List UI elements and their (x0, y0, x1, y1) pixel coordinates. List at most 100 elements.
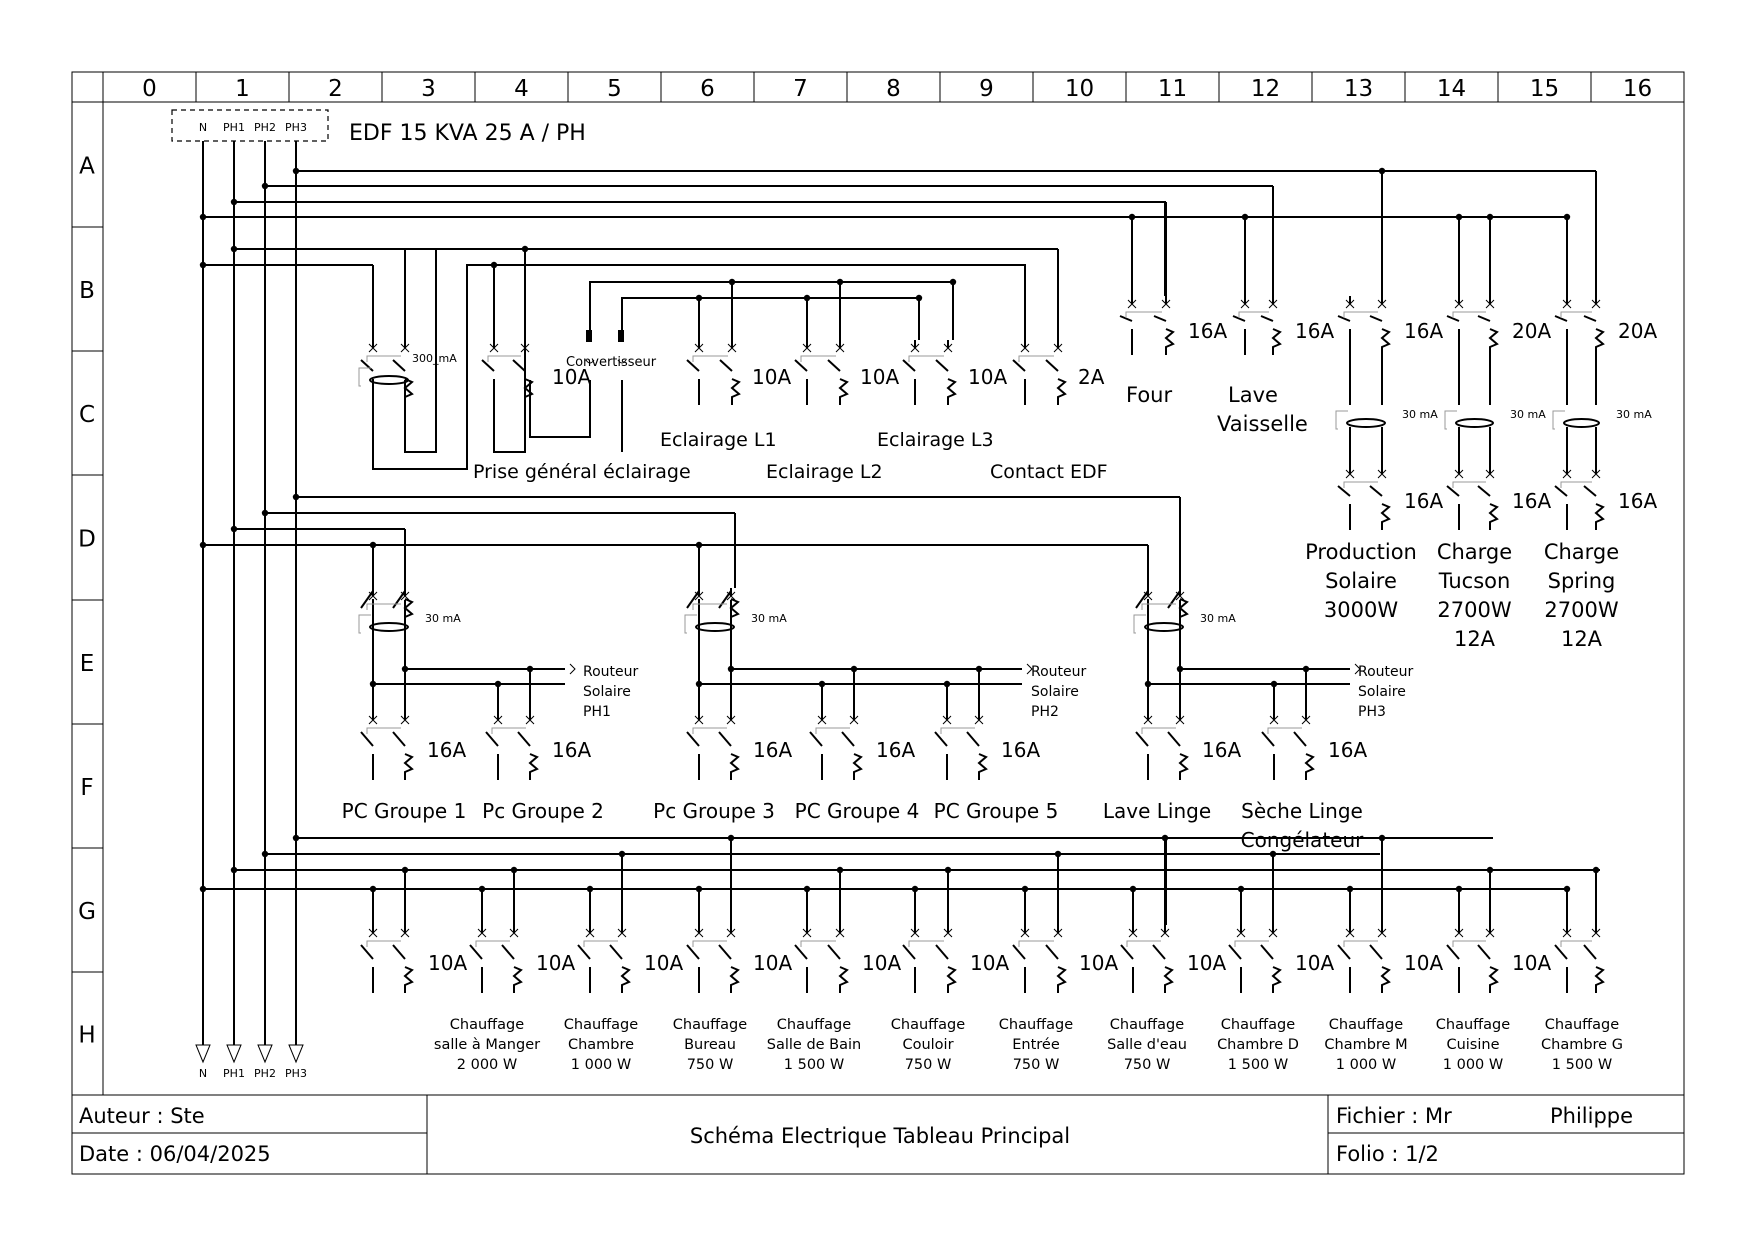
heating-circuit-label: Chambre M (1324, 1037, 1407, 1053)
contact-cross (368, 343, 378, 353)
charge-circuit-label: Charge (1544, 540, 1619, 564)
earth-arrow (288, 1044, 304, 1064)
heating-circuit-label: 1 500 W (1228, 1057, 1288, 1073)
thermal-trip (1271, 966, 1282, 993)
breaker-rating: 16A (1295, 319, 1334, 343)
breaker-rating: 16A (1188, 319, 1227, 343)
group-breaker-rating: 16A (552, 738, 591, 762)
heating-circuit-label: 1 000 W (571, 1057, 631, 1073)
switch-blade (1583, 485, 1597, 497)
contact-cross (1301, 715, 1311, 725)
switch-blade (469, 944, 483, 960)
switch-blade (1337, 485, 1351, 497)
contact-cross (849, 715, 859, 725)
row-letter: E (80, 651, 95, 677)
contact-cross (1591, 928, 1601, 938)
column-number: 15 (1530, 76, 1559, 102)
contact-cross (1268, 928, 1278, 938)
group-breaker-rating: 16A (1202, 738, 1241, 762)
wire (404, 249, 437, 453)
contact-cross (1269, 715, 1279, 725)
wire (589, 281, 954, 340)
differential-rating: 30 mA (1200, 612, 1236, 625)
column-number: 3 (421, 76, 436, 102)
prise-breaker-rating: 10A (552, 365, 591, 389)
wire (621, 297, 920, 340)
column-number: 14 (1437, 76, 1466, 102)
heating-circuit-label: 750 W (1013, 1057, 1060, 1073)
heating-breaker-rating: 10A (644, 951, 683, 975)
thermal-trip (403, 598, 414, 625)
contact-cross (1345, 469, 1355, 479)
charge-circuit-label: 3000W (1324, 598, 1398, 622)
contact-cross (400, 715, 410, 725)
file-label: Fichier : Mr (1336, 1104, 1452, 1128)
heating-circuit-label: Chauffage (1545, 1017, 1619, 1033)
contact-cross (694, 928, 704, 938)
mechanical-link (366, 727, 401, 734)
bottom-conductor-label: PH2 (254, 1067, 276, 1080)
mechanical-link (1234, 940, 1269, 947)
charge-circuit-label: Charge (1437, 540, 1512, 564)
contact-cross (1454, 928, 1464, 938)
switch-blade (686, 359, 700, 372)
switch-blade (1293, 731, 1307, 747)
mechanical-link (908, 940, 944, 947)
folio: Folio : 1/2 (1336, 1142, 1439, 1166)
thermal-trip (403, 753, 414, 780)
supply-conductor: PH2 (254, 121, 276, 134)
switch-blade (1232, 315, 1246, 322)
bottom-conductor-label: N (199, 1067, 207, 1080)
convertisseur-terminal (618, 330, 624, 342)
switch-blade (718, 944, 732, 960)
switch-blade (360, 731, 374, 747)
mechanical-link (1452, 311, 1486, 318)
heating-breaker-rating: 10A (1404, 951, 1443, 975)
switch-blade (1477, 485, 1491, 497)
switch-blade (902, 944, 916, 960)
test-link (1133, 614, 1146, 634)
contact-cross (1345, 299, 1355, 309)
supply-conductor: PH1 (223, 121, 245, 134)
contact-cross (726, 715, 736, 725)
heating-circuit-label: Salle de Bain (767, 1037, 861, 1053)
heating-circuit-label: Chauffage (777, 1017, 851, 1033)
switch-blade (686, 590, 700, 609)
switch-blade (935, 944, 949, 960)
column-number: 7 (793, 76, 808, 102)
switch-blade (1153, 315, 1167, 322)
charge-circuit-label: Production (1305, 540, 1417, 564)
switch-blade (1152, 944, 1166, 960)
differential-rating: 30 mA (751, 612, 787, 625)
group-circuit-name: Sèche Linge (1241, 799, 1363, 823)
contact-cross (1485, 928, 1495, 938)
test-link (358, 367, 371, 387)
switch-blade (1167, 731, 1181, 747)
mechanical-link (1238, 311, 1269, 318)
mechanical-link (1141, 603, 1176, 610)
heating-circuit-label: Chambre (568, 1037, 634, 1053)
heating-circuit-label: 750 W (905, 1057, 952, 1073)
column-number: 0 (142, 76, 157, 102)
contact-cross (910, 343, 920, 353)
switch-blade (966, 731, 980, 747)
mechanical-link (1126, 940, 1161, 947)
lighting-circuit-name: Eclairage L3 (877, 429, 994, 451)
mechanical-link (475, 940, 510, 947)
thermal-trip (852, 753, 863, 780)
switch-blade (517, 731, 531, 747)
bottom-conductor-label: PH1 (223, 1067, 245, 1080)
heating-circuit-label: salle à Manger (434, 1037, 540, 1053)
contact-cross (1175, 715, 1185, 725)
lighting-circuit-name: Eclairage L1 (660, 429, 777, 451)
switch-blade (609, 944, 623, 960)
heating-breaker-rating: 10A (536, 951, 575, 975)
differential-rating: 30 mA (1616, 408, 1652, 421)
heating-breaker-rating: 10A (970, 951, 1009, 975)
row-letter: H (78, 1023, 95, 1049)
convertisseur-label: Convertisseur (566, 355, 657, 370)
switch-blade (1446, 485, 1460, 497)
switch-blade (934, 731, 948, 747)
